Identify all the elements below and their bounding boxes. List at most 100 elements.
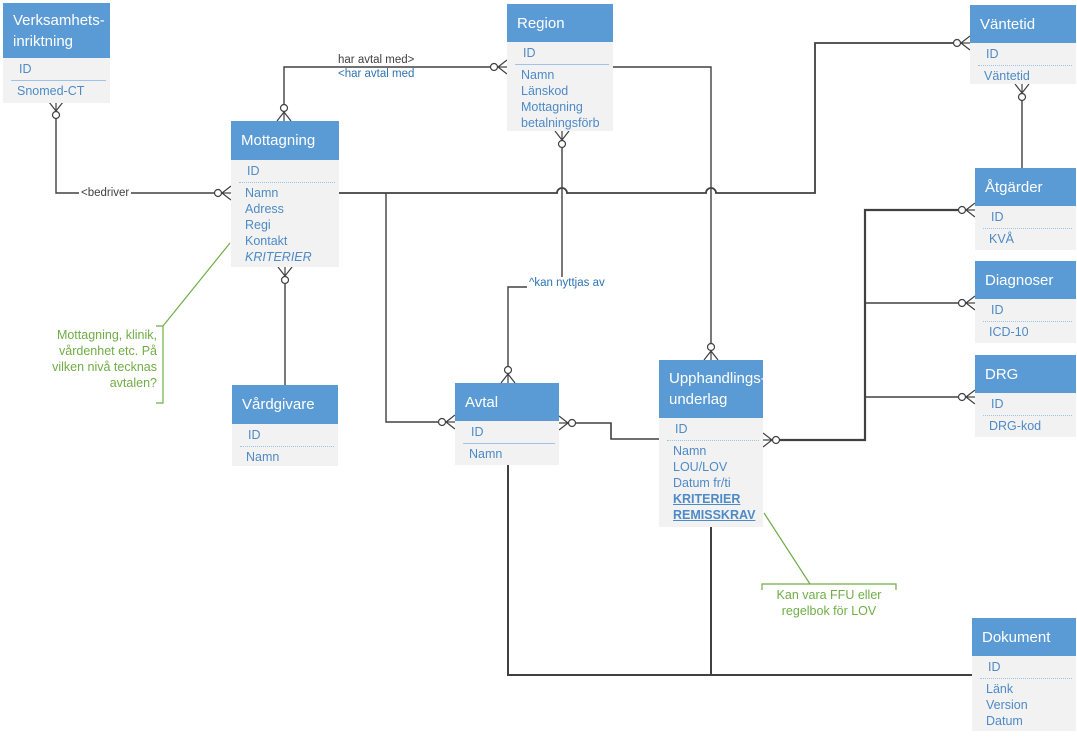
entity-attributes: ID Namn xyxy=(455,421,559,465)
attribute-field: LOU/LOV xyxy=(673,460,728,474)
annotation-leader-note-ffu xyxy=(763,512,811,585)
cardinality-zero-or-many-upphandling-atgarder xyxy=(762,432,781,448)
attribute-field: Snomed-CT xyxy=(17,84,85,98)
primary-key-field: ID xyxy=(988,660,1001,674)
entity-title: Åtgärder xyxy=(975,168,1076,206)
pk-divider xyxy=(515,64,609,65)
primary-key-field: ID xyxy=(991,303,1004,317)
connector-mottagning-vantetid[interactable] xyxy=(339,42,954,194)
cardinality-zero-or-many-mottagning-avtal xyxy=(437,414,456,430)
connector-region-upphandling[interactable] xyxy=(613,66,712,344)
pk-divider xyxy=(239,182,335,183)
entity-attributes: ID Snomed-CT xyxy=(3,58,110,103)
cardinality-zero-or-many-avtal-upphandling xyxy=(558,415,577,431)
annotation-bracket-note-ffu xyxy=(761,583,897,590)
entity-title: Dokument xyxy=(972,618,1076,656)
attribute-field: Mottagning xyxy=(521,100,583,114)
connector-avtal-upphandling[interactable] xyxy=(575,422,660,440)
pk-divider xyxy=(980,678,1072,679)
cardinality-zero-or-many-kan-nyttjas-av xyxy=(554,130,570,149)
pk-divider xyxy=(240,446,334,447)
connector-avtal-dokument[interactable] xyxy=(507,465,972,676)
attribute-field: REMISSKRAV xyxy=(673,508,756,522)
attribute-field: Regi xyxy=(245,218,271,232)
connector-mottagning-avtal[interactable] xyxy=(385,193,439,423)
cardinality-zero-or-many-kan-nyttjas-av xyxy=(500,365,516,384)
cardinality-zero-or-many-region-upphandling xyxy=(703,342,719,361)
entity-title: Region xyxy=(507,4,613,42)
annotation-leader-note-mottagning xyxy=(162,242,231,327)
primary-key-field: ID xyxy=(986,47,999,61)
entity-attributes: ID KVÅ xyxy=(975,206,1076,250)
attribute-field: Namn xyxy=(673,444,707,458)
attribute-field: DRG-kod xyxy=(989,419,1042,433)
attribute-field: Adress xyxy=(245,202,284,216)
attribute-field: Länskod xyxy=(521,84,569,98)
cardinality-zero-or-many-upphandling-diagnoser xyxy=(957,295,976,311)
entity-title: Avtal xyxy=(455,383,559,421)
entity-title: Upphandlings-underlag xyxy=(659,360,766,418)
attribute-field: Länk xyxy=(986,682,1014,696)
entity-title: Mottagning xyxy=(231,121,339,160)
primary-key-field: ID xyxy=(675,422,688,436)
attribute-field: Väntetid xyxy=(984,69,1030,83)
attribute-field: KRITERIER xyxy=(245,250,312,264)
attribute-field: Version xyxy=(986,698,1028,712)
cardinality-zero-or-many-upphandling-drg xyxy=(957,389,976,405)
primary-key-field: ID xyxy=(19,62,32,76)
attribute-field: Namn xyxy=(469,447,503,461)
primary-key-field: ID xyxy=(248,428,261,442)
entity-attributes: ID Väntetid xyxy=(970,43,1076,84)
connector-har-avtal-med[interactable] xyxy=(283,66,491,105)
primary-key-field: ID xyxy=(523,46,536,60)
connector-kan-nyttjas-av[interactable] xyxy=(507,147,563,367)
attribute-field: Namn xyxy=(246,450,280,464)
relationship-label-har-avtal-med-right: har avtal med> xyxy=(338,54,415,66)
primary-key-field: ID xyxy=(471,425,484,439)
attribute-field: betalningsförb xyxy=(521,116,600,130)
entity-title: Vårdgivare xyxy=(232,385,338,424)
entity-attributes: ID Namn xyxy=(232,424,338,466)
attribute-field: Namn xyxy=(521,68,555,82)
connector-upphandling-atgarder[interactable] xyxy=(779,208,959,442)
attribute-field: Datum fr/ti xyxy=(673,476,731,490)
pk-divider xyxy=(983,228,1072,229)
pk-divider xyxy=(11,80,106,81)
pk-divider xyxy=(978,65,1072,66)
cardinality-zero-or-many-upphandling-atgarder xyxy=(957,202,976,218)
cardinality-zero-or-many-har-avtal-med xyxy=(489,59,508,75)
pk-divider xyxy=(983,321,1072,322)
attribute-field: KVÅ xyxy=(989,232,1015,246)
attribute-field: Namn xyxy=(245,186,279,200)
relationship-label-har-avtal-med-left: <har avtal med xyxy=(338,68,415,80)
cardinality-zero-or-many-bedriver xyxy=(213,185,232,201)
entity-title: Väntetid xyxy=(970,5,1076,43)
pk-divider xyxy=(667,440,759,441)
pk-divider xyxy=(983,415,1072,416)
connector-bedriver[interactable] xyxy=(55,118,215,194)
entity-title: Diagnoser xyxy=(975,261,1076,299)
primary-key-field: ID xyxy=(247,164,260,178)
attribute-field: Kontakt xyxy=(245,234,288,248)
entity-title: Verksamhets-inriktning xyxy=(3,3,110,58)
primary-key-field: ID xyxy=(991,210,1004,224)
